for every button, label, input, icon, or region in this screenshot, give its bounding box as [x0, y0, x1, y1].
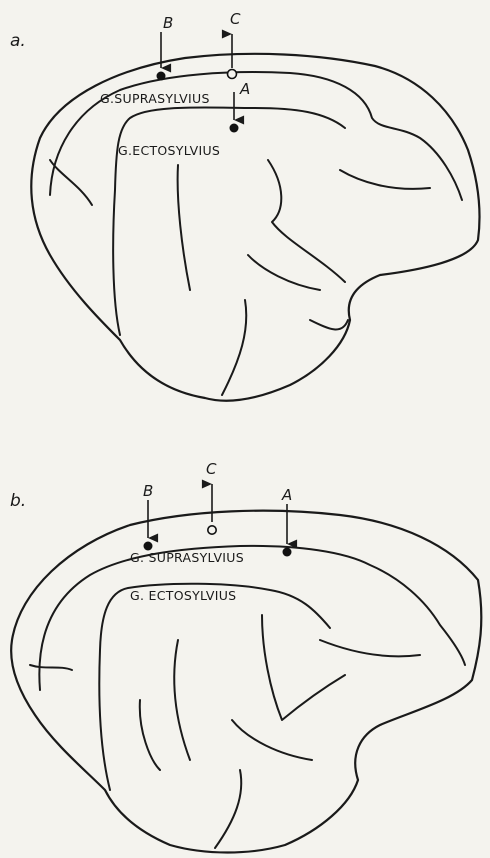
panel-a-brain-outline [31, 54, 479, 401]
panel-b: b. B C A G. SUP [10, 460, 481, 853]
panel-b-brain-outline [11, 511, 481, 853]
panel-a-point-b-label: B [163, 14, 173, 32]
panel-a-gyrus-suprasylvius-label: G.SUPRASYLVIUS [100, 91, 210, 106]
panel-b-point-c: C [206, 460, 217, 534]
panel-b-gyrus-ectosylvius-label: G. ECTOSYLVIUS [130, 588, 236, 603]
panel-b-sulcus-1 [30, 665, 72, 670]
panel-a: a. B C A G.SUPR [10, 10, 480, 401]
panel-a-point-c-label: C [230, 10, 241, 28]
panel-b-point-b-label: B [143, 482, 153, 500]
panel-b-sulcus-6 [215, 770, 241, 848]
panel-a-label: a. [10, 31, 26, 51]
panel-b-gyrus-suprasylvius-label: G. SUPRASYLVIUS [130, 550, 244, 565]
panel-b-ectosylvian-sulcus [99, 584, 330, 790]
panel-a-point-a-label: A [239, 80, 250, 98]
panel-b-sulcus-4 [232, 720, 312, 760]
panel-a-gyrus-ectosylvius-label: G.ECTOSYLVIUS [118, 143, 220, 158]
panel-a-sulcus-5 [340, 170, 430, 189]
panel-a-point-a: A [230, 80, 251, 133]
panel-b-point-a-label: A [281, 486, 292, 504]
panel-a-sulcus-6 [222, 300, 246, 395]
panel-b-point-c-label: C [206, 460, 217, 478]
panel-b-sulcus-7 [140, 700, 160, 770]
panel-a-sulcus-7 [310, 320, 348, 329]
panel-a-sulcus-1 [50, 160, 92, 205]
panel-b-sulcus-5 [320, 640, 420, 656]
panel-b-sulcus-2 [174, 640, 190, 760]
panel-a-point-c: C [228, 10, 242, 79]
panel-b-label: b. [10, 491, 26, 511]
panel-a-sulcus-2 [178, 165, 190, 290]
panel-a-point-b: B [157, 14, 174, 81]
panel-a-sulcus-4 [248, 255, 320, 290]
panel-b-point-b: B [143, 482, 153, 551]
panel-b-sulcus-3 [262, 615, 345, 720]
panel-a-sulcus-3 [268, 160, 345, 282]
panel-a-ectosylvian-sulcus [113, 107, 345, 335]
